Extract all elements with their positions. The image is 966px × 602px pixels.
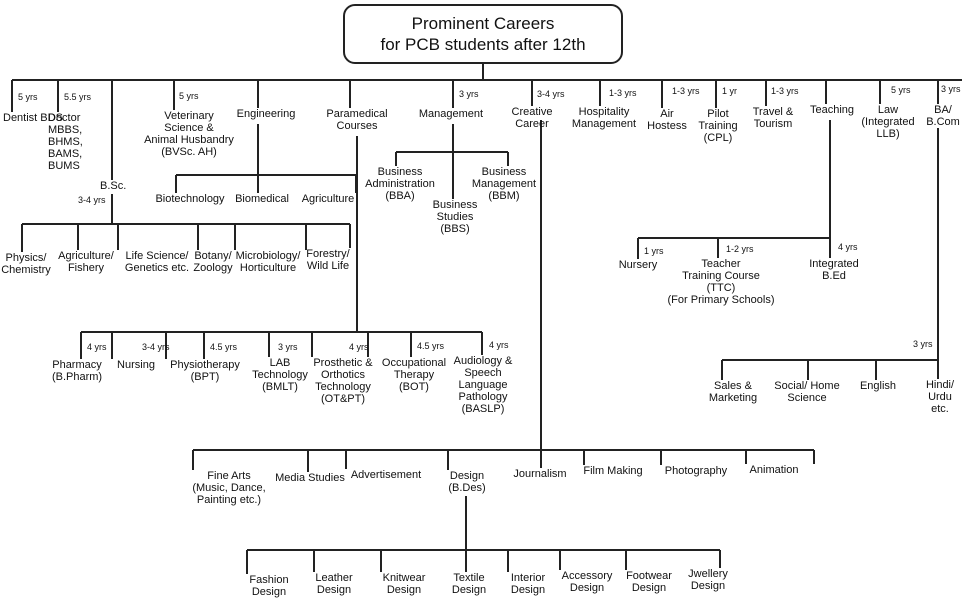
creative-film: Film Making [583, 465, 643, 477]
creative-journalism: Journalism [513, 468, 567, 480]
design-interior: Interior Design [510, 572, 546, 596]
duration-occupational: 4.5 yrs [417, 341, 445, 351]
branch-bbs: Business Studies (BBS) [432, 199, 478, 235]
career-veterinary: Veterinary Science & Animal Husbandry (B… [144, 110, 234, 158]
creative-advertisement: Advertisement [350, 469, 422, 481]
paramedical-physiotherapy: Physiotherapy (BPT) [170, 359, 240, 383]
paramedical-occupational: Occupational Therapy (BOT) [381, 357, 447, 393]
ba-hindi: Hindi/ Urdu etc. [925, 379, 955, 415]
duration-vet: 5 yrs [179, 91, 199, 101]
duration-nursery: 1 yrs [644, 246, 664, 256]
duration-doctor: 5.5 yrs [64, 92, 92, 102]
career-teaching: Teaching [809, 104, 855, 116]
career-creative: Creative Career [511, 106, 553, 130]
chart-title-line-2: for PCB students after 12th [380, 35, 586, 54]
design-footwear: Footwear Design [626, 570, 672, 594]
bsc-microbiology: Microbiology/ Horticulture [235, 250, 301, 274]
duration-ba-subjects: 3 yrs [913, 339, 933, 349]
duration-prosthetic: 4 yrs [349, 342, 369, 352]
duration-ba: 3 yrs [941, 84, 961, 94]
duration-pharmacy: 4 yrs [87, 342, 107, 352]
career-law: Law (Integrated LLB) [861, 104, 915, 140]
paramedical-prosthetic: Prosthetic & Orthotics Technology (OT&PT… [313, 357, 373, 405]
chart-title-box: Prominent Careers for PCB students after… [343, 4, 623, 64]
duration-hospitality: 1-3 yrs [609, 88, 637, 98]
career-air-hostess: Air Hostess [647, 108, 687, 132]
creative-media: Media Studies [275, 472, 345, 484]
career-pilot: Pilot Training (CPL) [698, 108, 738, 144]
paramedical-lab: LAB Technology (BMLT) [252, 357, 308, 393]
duration-audiology: 4 yrs [489, 340, 509, 350]
duration-bed: 4 yrs [838, 242, 858, 252]
duration-nursing: 3-4 yrs [142, 342, 170, 352]
career-doctor: Doctor MBBS, BHMS, BAMS, BUMS [48, 112, 83, 172]
creative-photography: Photography [664, 465, 728, 477]
bsc-botany: Botany/ Zoology [193, 250, 233, 274]
branch-bba: Business Administration (BBA) [365, 166, 435, 202]
duration-creative: 3-4 yrs [537, 89, 565, 99]
career-dentist: Dentist BDS [3, 112, 63, 124]
branch-bbm: Business Management (BBM) [471, 166, 537, 202]
bsc-life-science: Life Science/ Genetics etc. [124, 250, 190, 274]
branch-biomedical: Biomedical [235, 193, 289, 205]
creative-animation: Animation [749, 464, 799, 476]
paramedical-audiology: Audiology & Speech Language Pathology (B… [453, 355, 513, 415]
duration-travel: 1-3 yrs [771, 86, 799, 96]
duration-management: 3 yrs [459, 89, 479, 99]
duration-pilot: 1 yr [722, 86, 738, 96]
branch-biotechnology: Biotechnology [155, 193, 225, 205]
career-travel: Travel & Tourism [752, 106, 794, 130]
design-leather: Leather Design [315, 572, 353, 596]
duration-law: 5 yrs [891, 85, 911, 95]
design-fashion: Fashion Design [249, 574, 289, 598]
branch-agriculture: Agriculture [301, 193, 355, 205]
career-bsc: B.Sc. [100, 180, 127, 192]
duration-ttc: 1-2 yrs [726, 244, 754, 254]
chart-title-line-1: Prominent Careers [411, 14, 555, 33]
duration-lab: 3 yrs [278, 342, 298, 352]
duration-physio: 4.5 yrs [210, 342, 238, 352]
design-accessory: Accessory Design [561, 570, 613, 594]
duration-air-hostess: 1-3 yrs [672, 86, 700, 96]
teaching-ttc: Teacher Training Course (TTC) (For Prima… [667, 258, 775, 306]
duration-bsc: 3-4 yrs [78, 195, 106, 205]
career-paramedical: Paramedical Courses [326, 108, 388, 132]
duration-dentist: 5 yrs [18, 92, 38, 102]
bsc-forestry: Forestry/ Wild Life [306, 248, 350, 272]
design-knitwear: Knitwear Design [382, 572, 426, 596]
teaching-bed: Integrated B.Ed [809, 258, 859, 282]
bsc-physics: Physics/ Chemistry [1, 252, 51, 276]
design-textile: Textile Design [451, 572, 487, 596]
teaching-nursery: Nursery [618, 259, 658, 271]
creative-design: Design (B.Des) [448, 470, 486, 494]
ba-english: English [859, 380, 897, 392]
design-jewellery: Jwellery Design [688, 568, 728, 592]
career-ba: BA/ B.Com [926, 104, 960, 128]
career-management: Management [418, 108, 484, 120]
paramedical-pharmacy: Pharmacy (B.Pharm) [51, 359, 103, 383]
creative-fine-arts: Fine Arts (Music, Dance, Painting etc.) [192, 470, 266, 506]
career-engineering: Engineering [236, 108, 296, 120]
ba-sales: Sales & Marketing [708, 380, 758, 404]
career-hospitality: Hospitality Management [571, 106, 637, 130]
ba-social: Social/ Home Science [774, 380, 840, 404]
bsc-agriculture: Agriculture/ Fishery [58, 250, 114, 274]
paramedical-nursing: Nursing [117, 359, 155, 371]
